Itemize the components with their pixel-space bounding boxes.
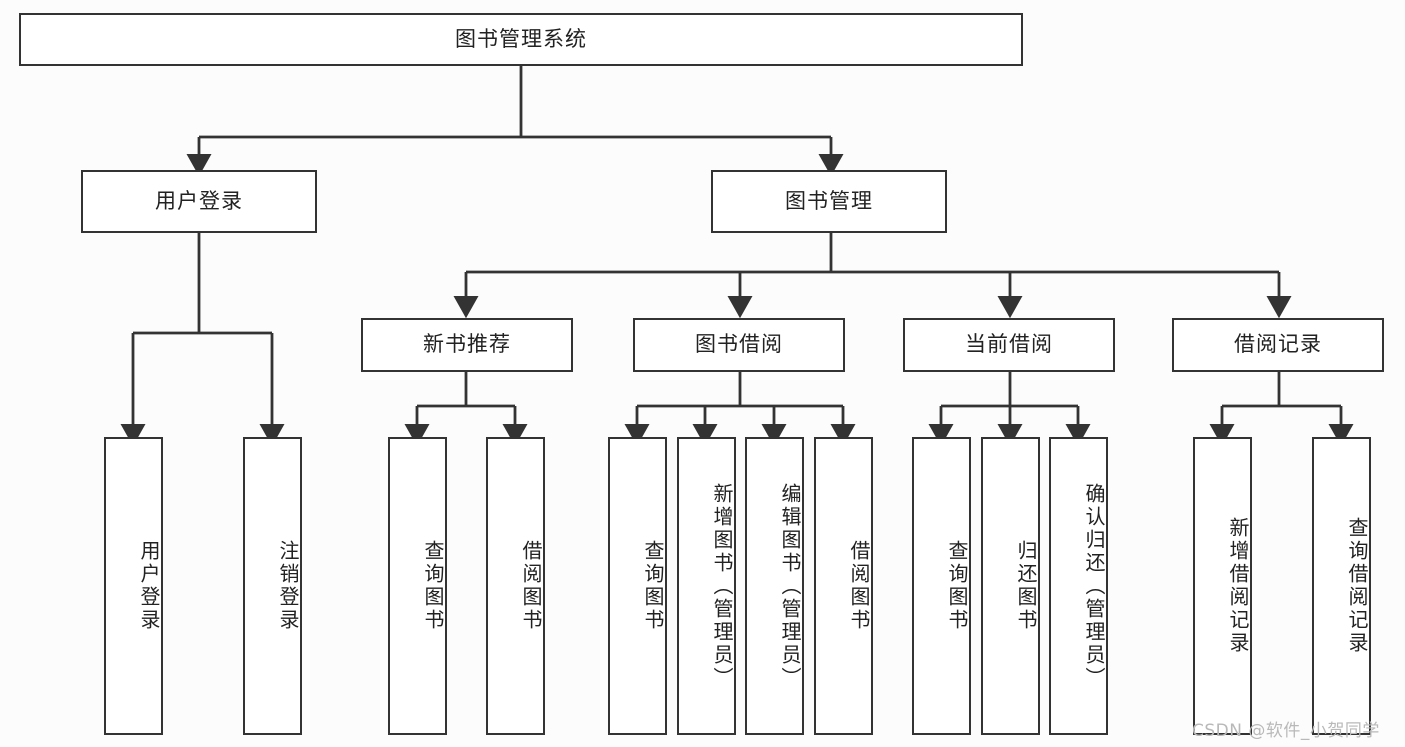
csdn-watermark: CSDN @软件_小贺同学 [1192,721,1380,741]
leaf-query-book-1[interactable]: 查询图书 [388,437,447,735]
leaf-add-borrow-record[interactable]: 新增借阅记录 [1193,437,1252,735]
leaf-return-book[interactable]: 归还图书 [981,437,1040,735]
node-root[interactable]: 图书管理系统 [19,13,1023,66]
leaf-query-book-2[interactable]: 查询图书 [608,437,667,735]
leaf-user-login-label: 用户登录 [137,540,161,632]
leaf-confirm-return-label: 确认归还（管理员） [1082,482,1106,690]
leaf-borrow-book-1-label: 借阅图书 [519,540,543,632]
leaf-query-book-2-label: 查询图书 [641,540,665,632]
leaf-query-book-1-label: 查询图书 [421,540,445,632]
leaf-return-book-label: 归还图书 [1014,540,1038,632]
leaf-borrow-book-2-label: 借阅图书 [847,540,871,632]
node-current-borrow-label: 当前借阅 [965,332,1053,357]
leaf-user-login[interactable]: 用户登录 [104,437,163,735]
leaf-logout-login-label: 注销登录 [276,540,300,632]
leaf-add-borrow-record-label: 新增借阅记录 [1226,517,1250,655]
node-user-login-label: 用户登录 [155,188,243,213]
node-book-borrow-label: 图书借阅 [695,332,783,357]
leaf-edit-book-label: 编辑图书（管理员） [778,482,802,690]
node-book-borrow[interactable]: 图书借阅 [633,318,845,372]
leaf-add-book[interactable]: 新增图书（管理员） [677,437,736,735]
node-user-login[interactable]: 用户登录 [81,170,317,233]
leaf-add-book-label: 新增图书（管理员） [710,482,734,690]
node-book-management[interactable]: 图书管理 [711,170,947,233]
leaf-edit-book[interactable]: 编辑图书（管理员） [745,437,804,735]
node-new-book-recommend[interactable]: 新书推荐 [361,318,573,372]
leaf-query-book-3-label: 查询图书 [945,540,969,632]
node-root-label: 图书管理系统 [455,26,587,51]
leaf-borrow-book-1[interactable]: 借阅图书 [486,437,545,735]
node-current-borrow[interactable]: 当前借阅 [903,318,1115,372]
node-borrow-record-label: 借阅记录 [1234,332,1322,357]
leaf-confirm-return[interactable]: 确认归还（管理员） [1049,437,1108,735]
leaf-query-borrow-record[interactable]: 查询借阅记录 [1312,437,1371,735]
leaf-borrow-book-2[interactable]: 借阅图书 [814,437,873,735]
leaf-query-book-3[interactable]: 查询图书 [912,437,971,735]
node-book-management-label: 图书管理 [785,188,873,213]
leaf-logout-login[interactable]: 注销登录 [243,437,302,735]
node-new-book-recommend-label: 新书推荐 [423,332,511,357]
leaf-query-borrow-record-label: 查询借阅记录 [1345,517,1369,655]
node-borrow-record[interactable]: 借阅记录 [1172,318,1384,372]
